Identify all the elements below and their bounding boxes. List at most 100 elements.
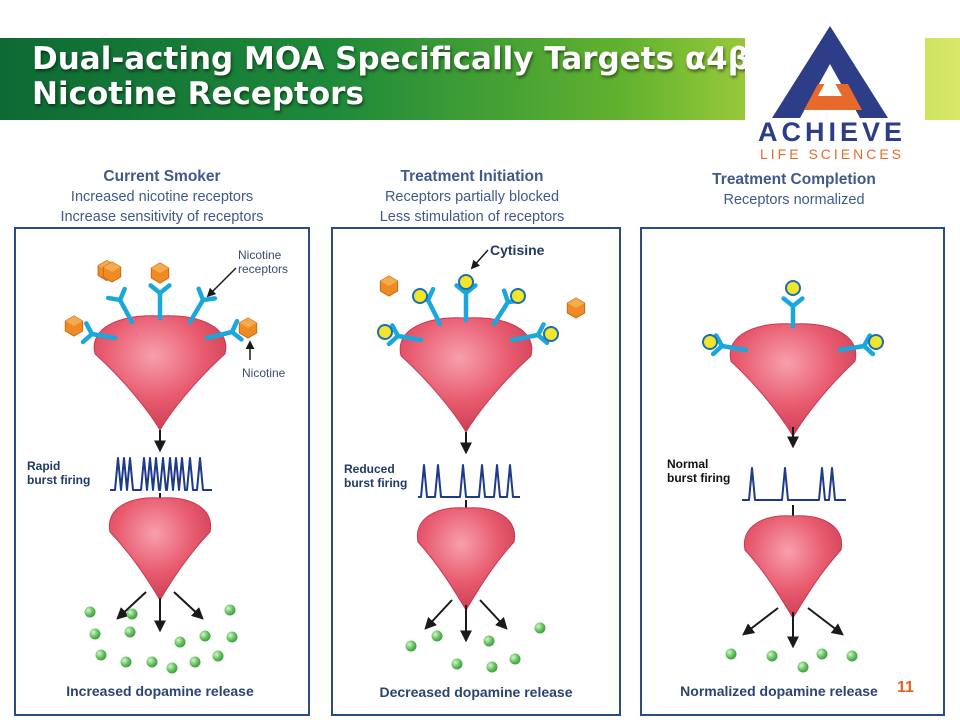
column-heading-treatment-initiation: Treatment Initiation Receptors partially… [322,167,622,227]
neuron-body [108,497,212,601]
cytisine-molecule [412,288,428,304]
dopamine-particle [189,656,201,668]
logo-triangle-blue [772,26,888,118]
dopamine-particle [534,622,546,634]
nicotine-highlight [151,263,169,273]
title-line-1: Dual-acting MOA Specifically Targets α4β… [32,41,772,77]
receptor-stem [204,329,235,341]
arrow [173,591,204,620]
heading-title: Treatment Initiation [400,168,544,185]
dopamine-particle [766,650,778,662]
dopamine-particle [226,631,238,643]
receptor-arm [790,296,805,309]
receptor-stem [117,297,135,325]
dopamine-particle [120,656,132,668]
callout-line-2: receptors [238,262,289,276]
dopamine-particle [174,636,186,648]
arrow [424,599,453,630]
release-label-decreased: Decreased dopamine release [379,684,573,700]
callout-nicotine: Nicotine [242,366,286,380]
receptor-stem [187,297,206,325]
dopamine-particle [84,606,96,618]
dopamine-particle [486,661,498,673]
dopamine-particle [224,604,236,616]
firing-label-line-1: Rapid [27,459,61,473]
dopamine-particle [431,630,443,642]
firing-label-line-2: burst firing [344,476,408,490]
receptor-arm [117,286,127,303]
heading-line-1: Increased nicotine receptors [70,189,254,205]
receptor-arm [84,321,95,337]
release-label-increased: Increased dopamine release [66,683,254,699]
receptor-stem [425,297,443,327]
dopamine-particle [509,653,521,665]
firing-label-line-2: burst firing [667,471,731,485]
dopamine-particle [166,662,178,674]
cytisine-molecule [543,326,559,342]
receptor-arm [200,296,218,303]
receptor-arm [229,329,244,342]
page-number: 11 [897,679,914,696]
heading-line-1: Receptors normalized [723,192,865,208]
dopamine-particle [725,648,737,660]
burst-firing-trace [110,457,212,491]
receptor-arm [390,323,401,339]
firing-label-reduced: Reduced burst firing [344,462,407,490]
logo-word: ACHIEVE [757,117,907,147]
nicotine-highlight [567,298,585,308]
receptor-stem [491,299,511,327]
heading-line-1: Receptors partially blocked [384,189,560,205]
neuron-body [743,515,843,619]
arrow [807,607,844,636]
dopamine-particle [816,648,828,660]
dopamine-particle [797,661,809,673]
logo-triangle-orange [804,84,862,110]
burst-firing-trace [742,467,846,501]
dopamine-particle [405,640,417,652]
callout-nicotine-receptors: Nicotine receptors [238,248,288,276]
dopamine-particle [124,626,136,638]
dopamine-particle [483,635,495,647]
column-heading-treatment-completion: Treatment Completion Receptors normalize… [644,170,944,210]
arrow [479,599,508,630]
nicotine-highlight [65,316,83,326]
dopamine-particle [95,649,107,661]
receptor-stem [837,343,867,353]
neuron-body [93,315,227,431]
neuron-body [416,507,516,611]
logo-triangle-cutout [818,74,842,96]
dopamine-particle [846,650,858,662]
callout-arrow-cytisine [470,249,489,270]
cytisine-molecule [702,334,718,350]
cytisine-molecule [458,274,474,290]
dopamine-particle [146,656,158,668]
dopamine-particle [199,630,211,642]
callout-line-1: Nicotine [238,248,282,262]
cytisine-molecule [868,334,884,350]
nicotine-highlight [239,318,257,328]
receptor-stem [89,331,118,341]
cytisine-molecule [377,324,393,340]
nicotine-highlight [103,262,121,272]
dopamine-particle [126,608,138,620]
burst-firing-trace [418,464,520,498]
receptor-stem [395,333,424,343]
title-line-2: Nicotine Receptors [32,76,364,112]
arrow [742,607,779,636]
logo-subtitle: LIFE SCIENCES [759,146,905,162]
slide-title: Dual-acting MOA Specifically Targets α4β… [32,42,772,112]
callout-arrow-receptors [206,267,237,298]
heading-title: Treatment Completion [712,171,876,188]
firing-label-line-2: burst firing [27,473,91,487]
receptor-arm [157,283,172,296]
firing-label-rapid: Rapid burst firing [27,459,90,487]
receptor-stem [719,343,749,353]
heading-line-2: Less stimulation of receptors [379,209,565,225]
dopamine-particle [451,658,463,670]
receptor-arm [713,333,725,349]
callout-cytisine: Cytisine [490,242,545,258]
cytisine-molecule [510,288,526,304]
receptor-arm [861,343,876,357]
